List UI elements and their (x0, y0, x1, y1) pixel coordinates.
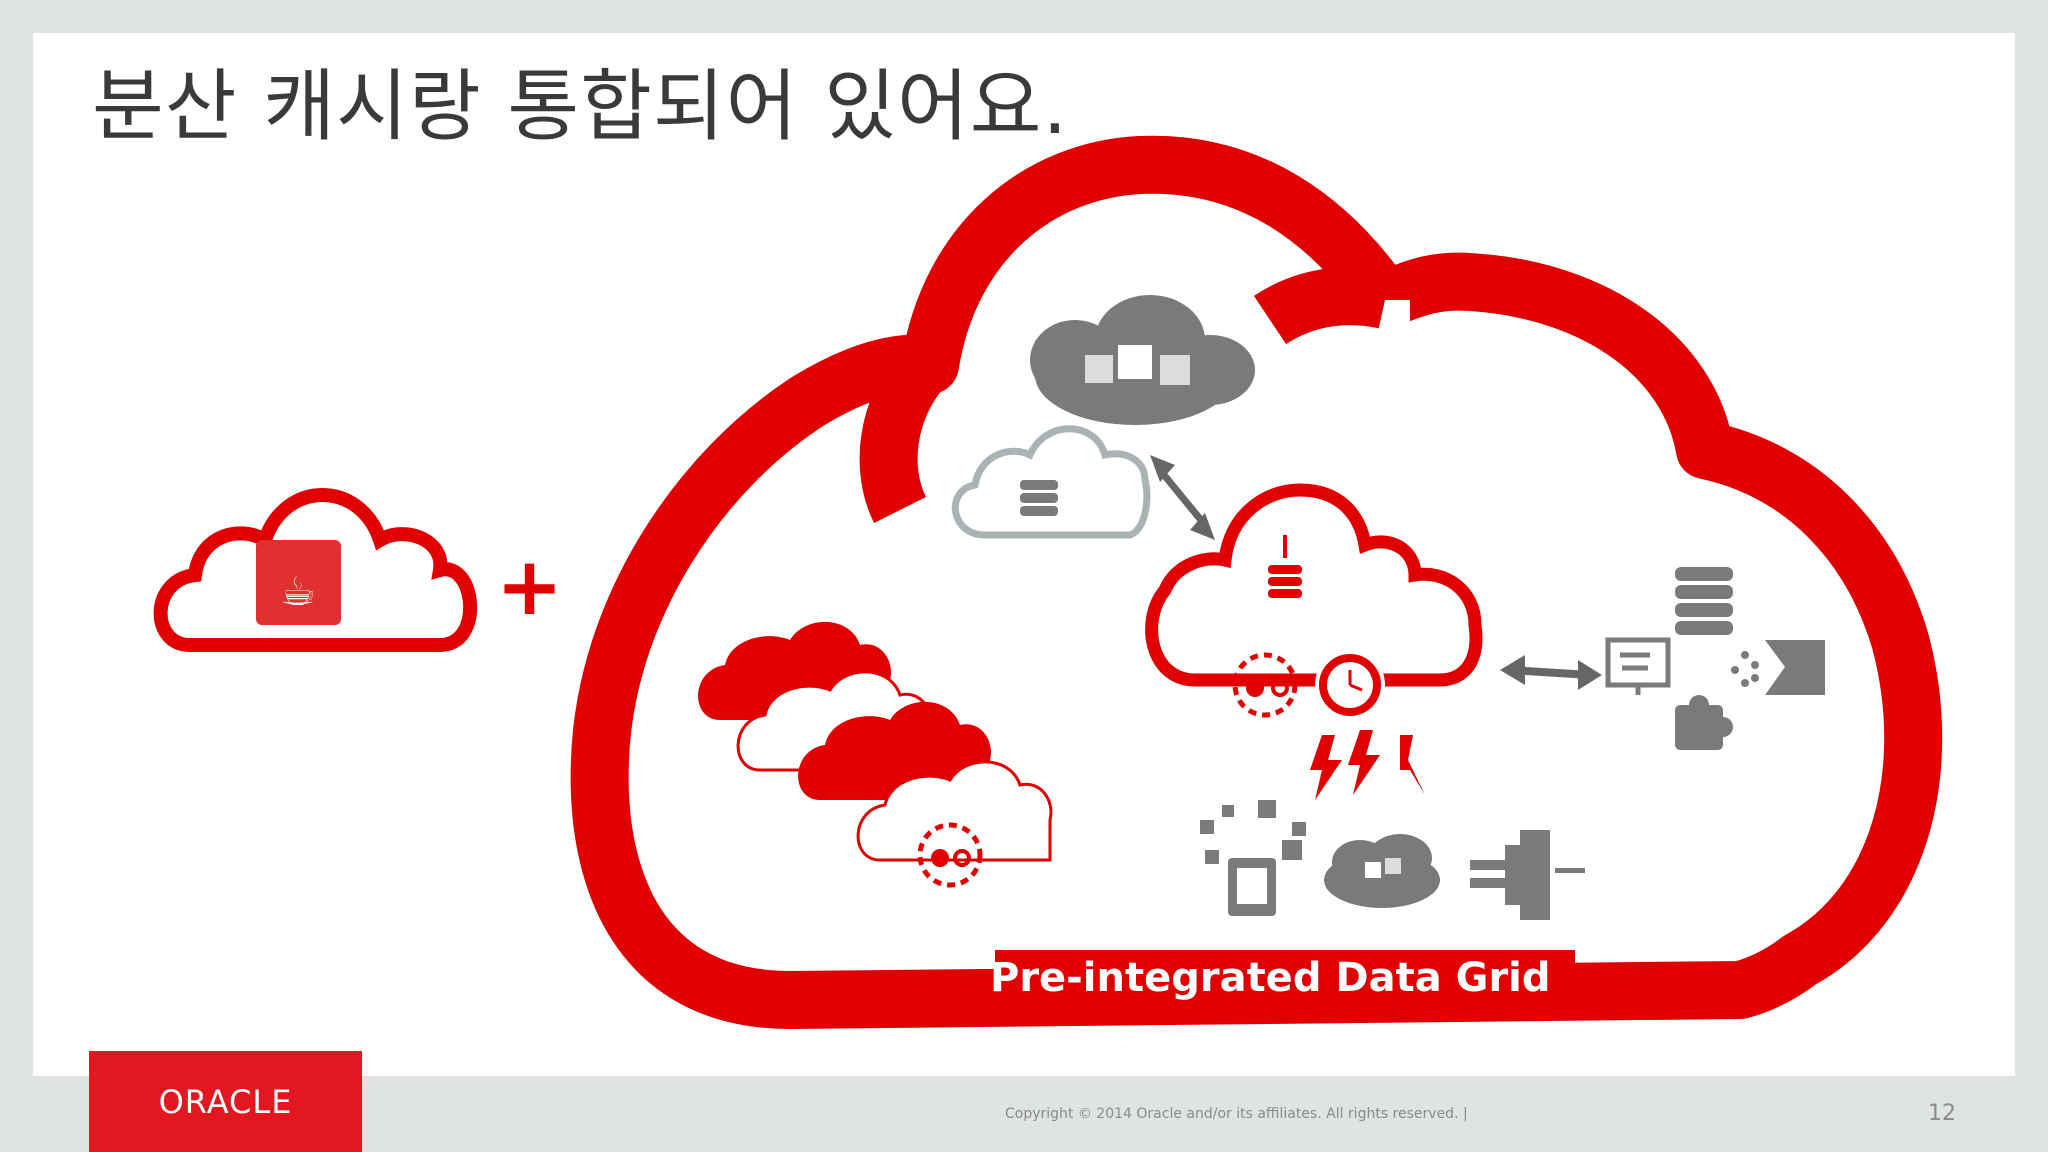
devices-icon (1200, 800, 1306, 916)
data-grid-cloud-icon (1145, 483, 1483, 720)
puzzle-icon (1675, 695, 1733, 750)
grey-boxes-cloud-icon (1030, 295, 1255, 425)
copyright-footer: Copyright © 2014 Oracle and/or its affil… (1005, 1106, 1468, 1122)
fiber-icon (1731, 640, 1825, 695)
java-cloud-icon: ☕ (153, 488, 478, 652)
cart-icon (1605, 637, 1671, 695)
double-arrow-icon (1150, 455, 1215, 540)
right-arrow-icon (1500, 655, 1602, 690)
page-number: 12 (1928, 1101, 1956, 1126)
lightning-icon (1310, 730, 1425, 800)
mini-grey-cloud-icon (1324, 834, 1440, 908)
oracle-logo: ORACLE (89, 1051, 362, 1152)
logo-text: ORACLE (158, 1082, 293, 1121)
svg-text:☕: ☕ (280, 569, 316, 615)
database-cloud-icon (951, 425, 1151, 539)
plus-sign: + (496, 540, 564, 633)
slide-title: 분산 캐시랑 통합되어 있어요. (92, 62, 1069, 152)
big-cloud-outline-icon (570, 135, 1943, 1029)
stacked-clouds-icon (698, 621, 1053, 888)
data-grid-label: Pre-integrated Data Grid (990, 955, 1551, 1001)
database-icon (1675, 567, 1733, 635)
server-icon (1470, 830, 1585, 920)
